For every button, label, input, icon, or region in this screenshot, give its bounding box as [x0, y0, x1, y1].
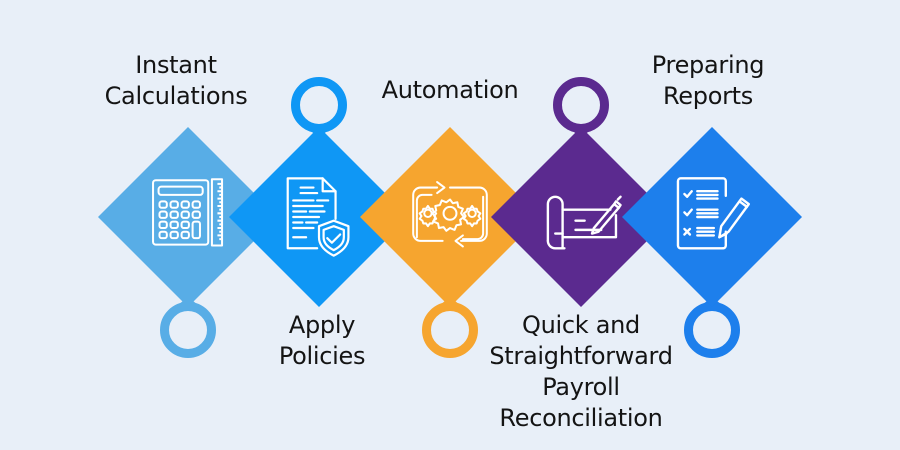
label-line: Preparing [651, 51, 765, 79]
label-line: Payroll [542, 373, 620, 401]
connector-ring-icon [291, 77, 347, 133]
connector-ring-icon [553, 77, 609, 133]
step-instant-calculations [98, 127, 278, 358]
step-diamond [491, 127, 671, 307]
label-line: Calculations [104, 82, 248, 110]
step-payroll-reconciliation [491, 77, 671, 307]
step-label-automation: Automation [382, 75, 519, 106]
step-preparing-reports [622, 127, 802, 358]
label-line: Policies [278, 342, 366, 370]
step-diamond [360, 127, 540, 307]
label-line: Quick and [522, 311, 640, 339]
label-line: Automation [381, 76, 519, 104]
label-line: Instant [135, 51, 217, 79]
connector-ring-icon [684, 302, 740, 358]
label-line: Reconciliation [499, 404, 663, 432]
shapes-layer [98, 77, 802, 358]
step-automation [360, 127, 540, 358]
label-line: Apply [288, 311, 356, 339]
label-line: Straightforward [489, 342, 673, 370]
connector-ring-icon [160, 302, 216, 358]
connector-ring-icon [422, 302, 478, 358]
label-line: Reports [663, 82, 753, 110]
step-apply-policies [229, 77, 409, 307]
